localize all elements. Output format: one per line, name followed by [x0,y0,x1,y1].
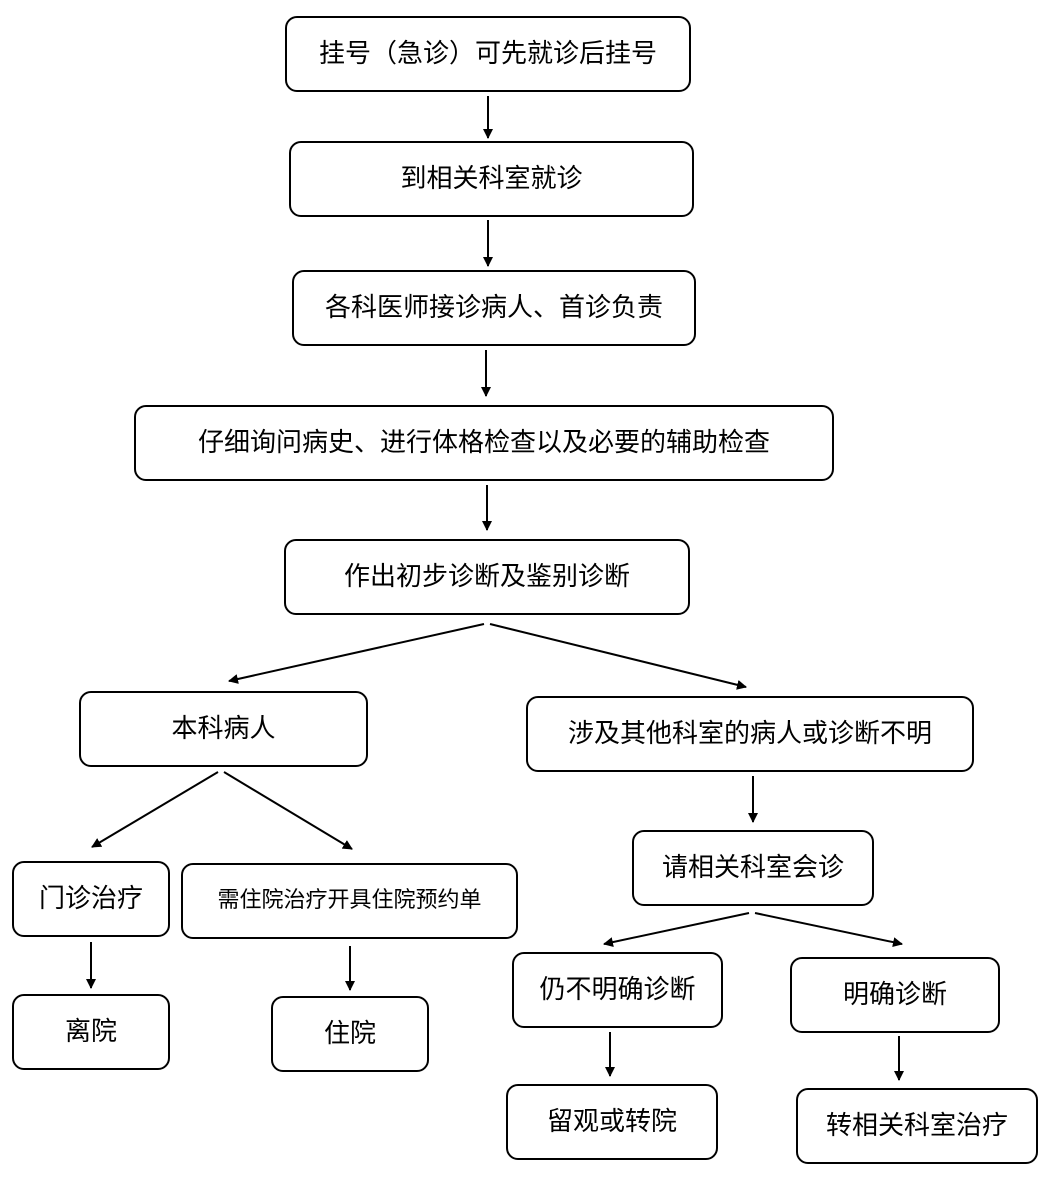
node-registration: 挂号（急诊）可先就诊后挂号 [285,16,691,92]
node-outpatient-treatment: 门诊治疗 [12,861,170,937]
arrow-diagnosis-to-own-department [228,623,485,684]
node-clear-diagnosis: 明确诊断 [790,957,1000,1033]
node-leave-hospital: 离院 [12,994,170,1070]
node-doctor-receives: 各科医师接诊病人、首诊负责 [292,270,696,346]
node-other-department-or-unclear: 涉及其他科室的病人或诊断不明 [526,696,974,772]
node-own-department-patient: 本科病人 [79,691,368,767]
arrow-own-to-hospitalization [223,771,353,850]
arrow-diagnosis-to-other-department [489,623,747,690]
node-admitted: 住院 [271,996,429,1072]
arrow-consultation-to-unclear [603,912,750,948]
node-transfer-department: 转相关科室治疗 [796,1088,1038,1164]
arrow-consultation-to-clear [754,912,903,948]
node-examination: 仔细询问病史、进行体格检查以及必要的辅助检查 [134,405,834,481]
node-preliminary-diagnosis: 作出初步诊断及鉴别诊断 [284,539,690,615]
node-visit-department: 到相关科室就诊 [289,141,694,217]
node-still-unclear: 仍不明确诊断 [512,952,723,1028]
node-hospitalization-needed: 需住院治疗开具住院预约单 [181,863,518,939]
arrow-own-to-outpatient [91,771,219,848]
node-observe-or-transfer: 留观或转院 [506,1084,718,1160]
node-consultation: 请相关科室会诊 [632,830,874,906]
